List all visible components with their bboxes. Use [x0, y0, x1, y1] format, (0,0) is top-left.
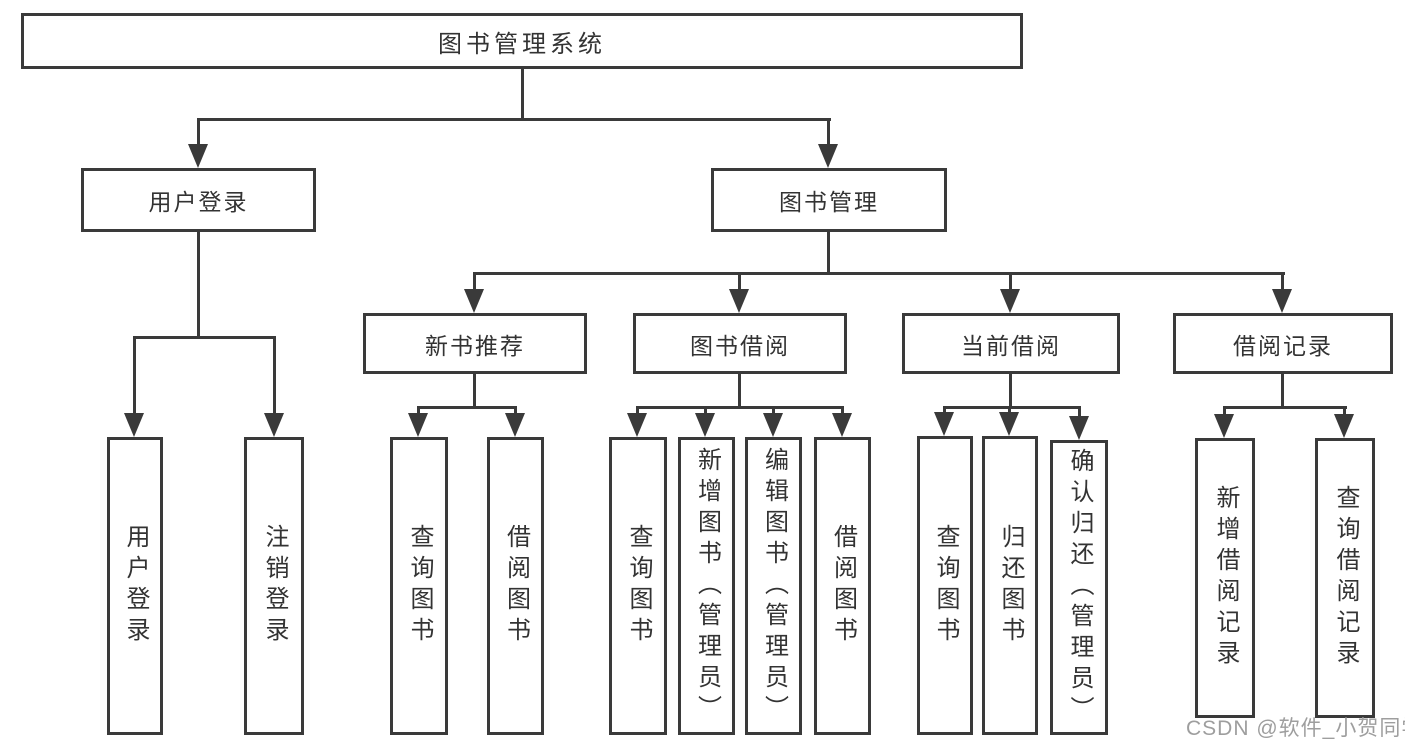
connector-drop-book-borrow — [738, 272, 741, 289]
connector-drop-cb3 — [1078, 406, 1081, 418]
connector-bm-hbar — [473, 272, 1285, 275]
leaf-records-add: 新增借阅记录 — [1195, 438, 1255, 718]
connector-bm-stem — [827, 232, 830, 272]
connector-drop-br2 — [1343, 406, 1346, 416]
node-new-book-recommend-label: 新书推荐 — [425, 332, 525, 359]
node-book-management-label: 图书管理 — [779, 189, 879, 215]
node-borrow-records: 借阅记录 — [1173, 313, 1393, 374]
arrowhead-bb3 — [763, 413, 783, 437]
leaf-borrow-borrow: 借阅图书 — [814, 437, 871, 735]
arrowhead-leaf-logout — [264, 413, 284, 437]
node-root: 图书管理系统 — [21, 13, 1023, 69]
leaf-user-login: 用户登录 — [107, 437, 163, 735]
connector-root-stem — [521, 69, 524, 118]
leaf-newbook-borrow-label: 借阅图书 — [502, 524, 530, 648]
connector-bb-stem — [738, 374, 741, 406]
connector-drop-borrow-records — [1281, 272, 1284, 289]
connector-drop-current-borrow — [1009, 272, 1012, 289]
connector-cb-stem — [1009, 374, 1012, 406]
arrowhead-book-borrow — [729, 289, 749, 313]
connector-drop-br1 — [1223, 406, 1226, 416]
arrowhead-nb2 — [505, 413, 525, 437]
connector-br-stem — [1281, 374, 1284, 406]
connector-nb-stem — [473, 374, 476, 406]
leaf-current-query-label: 查询图书 — [932, 523, 959, 648]
leaf-borrow-edit: 编辑图书（管理员） — [745, 437, 802, 735]
leaf-newbook-query: 查询图书 — [390, 437, 448, 735]
node-current-borrow: 当前借阅 — [902, 313, 1120, 374]
connector-drop-bb4 — [841, 406, 844, 415]
arrowhead-borrow-records — [1272, 289, 1292, 313]
node-new-book-recommend: 新书推荐 — [363, 313, 587, 374]
connector-bb-hbar — [636, 406, 844, 409]
arrowhead-nb1 — [408, 413, 428, 437]
connector-drop-cb2 — [1008, 406, 1011, 414]
connector-cb-hbar — [943, 406, 1081, 409]
connector-drop-leaf-logout — [273, 336, 276, 413]
node-book-borrow: 图书借阅 — [633, 313, 847, 374]
arrowhead-user-login — [188, 144, 208, 168]
leaf-records-query: 查询借阅记录 — [1315, 438, 1375, 718]
connector-nb-hbar — [417, 406, 517, 409]
arrowhead-cb3 — [1069, 416, 1089, 440]
connector-drop-book-management — [827, 118, 830, 146]
node-user-login: 用户登录 — [81, 168, 316, 232]
arrowhead-cb1 — [934, 412, 954, 436]
arrowhead-cb2 — [999, 412, 1019, 436]
connector-drop-bb3 — [772, 406, 775, 415]
leaf-records-add-label: 新增借阅记录 — [1212, 485, 1239, 671]
node-current-borrow-label: 当前借阅 — [961, 332, 1061, 359]
connector-drop-user-login — [197, 118, 200, 146]
leaf-borrow-query: 查询图书 — [609, 437, 667, 735]
leaf-logout: 注销登录 — [244, 437, 304, 735]
leaf-newbook-query-label: 查询图书 — [406, 524, 433, 648]
arrowhead-current-borrow — [1000, 289, 1020, 313]
arrowhead-new-book — [464, 289, 484, 313]
leaf-borrow-query-label: 查询图书 — [625, 524, 652, 648]
connector-drop-bb2 — [704, 406, 707, 415]
leaf-current-query: 查询图书 — [917, 436, 973, 735]
node-borrow-records-label: 借阅记录 — [1233, 332, 1333, 359]
connector-user-stem — [197, 232, 200, 336]
node-book-borrow-label: 图书借阅 — [690, 332, 790, 359]
connector-user-hbar — [133, 336, 276, 339]
leaf-records-query-label: 查询借阅记录 — [1332, 485, 1359, 671]
node-root-label: 图书管理系统 — [438, 30, 606, 58]
arrowhead-bb2 — [695, 413, 715, 437]
connector-drop-leaf-user-login — [133, 336, 136, 413]
arrowhead-br2 — [1334, 414, 1354, 438]
arrowhead-book-management — [818, 144, 838, 168]
node-book-management: 图书管理 — [711, 168, 947, 232]
connector-drop-new-book — [473, 272, 476, 289]
leaf-current-confirm-label: 确认归还（管理员） — [1066, 448, 1093, 727]
leaf-borrow-add-label: 新增图书（管理员） — [693, 446, 721, 726]
leaf-current-confirm: 确认归还（管理员） — [1050, 440, 1108, 735]
arrowhead-bb1 — [627, 413, 647, 437]
leaf-borrow-borrow-label: 借阅图书 — [829, 524, 857, 648]
arrowhead-bb4 — [832, 413, 852, 437]
connector-drop-bb1 — [636, 406, 639, 415]
connector-root-hbar — [197, 118, 831, 121]
connector-drop-nb2 — [514, 406, 517, 415]
leaf-user-login-label: 用户登录 — [122, 524, 149, 648]
csdn-watermark: CSDN @软件_小贺同学 — [1186, 717, 1405, 740]
connector-drop-cb1 — [943, 406, 946, 414]
leaf-current-return-label: 归还图书 — [997, 523, 1024, 648]
connector-drop-nb1 — [417, 406, 420, 415]
leaf-newbook-borrow: 借阅图书 — [487, 437, 544, 735]
arrowhead-br1 — [1214, 414, 1234, 438]
leaf-logout-label: 注销登录 — [261, 524, 288, 648]
arrowhead-leaf-user-login — [124, 413, 144, 437]
leaf-current-return: 归还图书 — [982, 436, 1038, 735]
node-user-login-label: 用户登录 — [148, 189, 249, 215]
leaf-borrow-edit-label: 编辑图书（管理员） — [760, 446, 788, 726]
leaf-borrow-add: 新增图书（管理员） — [678, 437, 735, 735]
connector-br-hbar — [1223, 406, 1347, 409]
